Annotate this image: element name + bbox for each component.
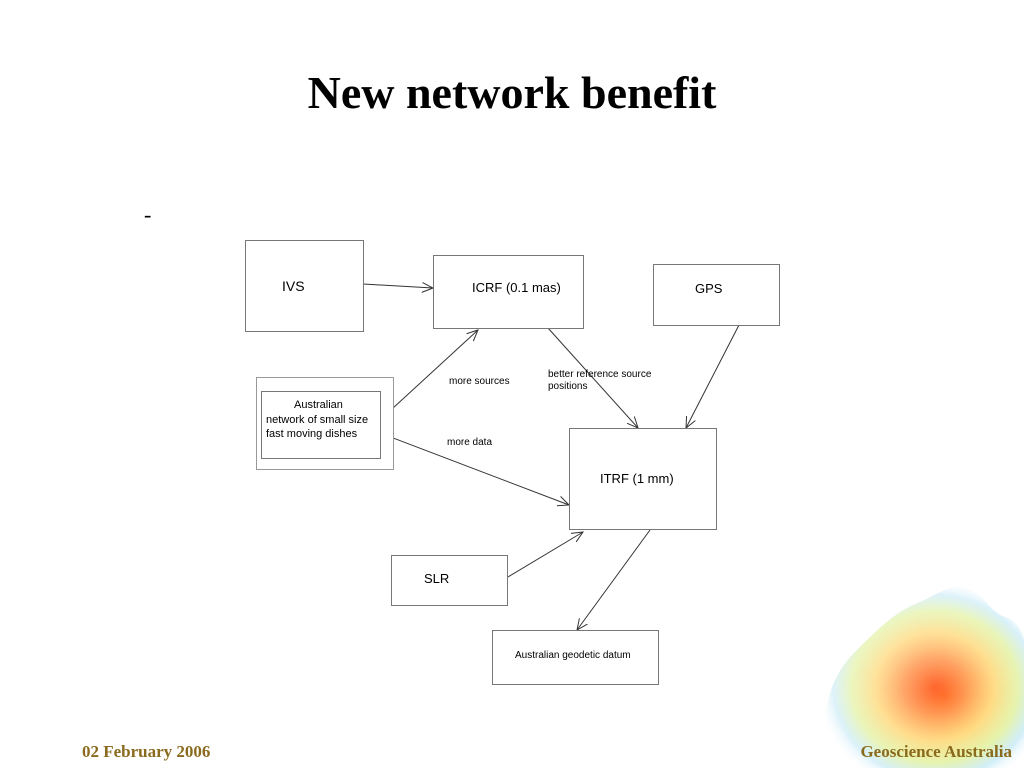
arrow-slr-to-itrf xyxy=(507,532,583,578)
node-icrf-label: ICRF (0.1 mas) xyxy=(472,280,561,295)
bullet-dash: - xyxy=(144,202,152,227)
slide-title: New network benefit xyxy=(307,67,717,118)
node-itrf: ITRF (1 mm) xyxy=(569,428,717,530)
arrow-icrf-to-itrf xyxy=(547,327,638,428)
edge-label-better-reference-2: positions xyxy=(548,381,588,392)
footer-organization: Geoscience Australia xyxy=(860,742,1012,761)
network-label-line-1: Australian xyxy=(294,399,343,411)
edge-label-better-reference-1: better reference source xyxy=(548,369,652,380)
node-gps-label: GPS xyxy=(695,281,723,296)
node-gps: GPS xyxy=(653,264,780,326)
node-ivs-label: IVS xyxy=(282,278,305,294)
node-ivs: IVS xyxy=(245,240,364,332)
network-label-line-2: network of small size xyxy=(266,414,369,426)
edge-label-more-data: more data xyxy=(447,437,493,448)
footer-date: 02 February 2006 xyxy=(82,742,211,761)
arrow-itrf-to-datum xyxy=(577,529,651,630)
node-datum-label: Australian geodetic datum xyxy=(515,650,631,661)
node-australian-network: Australian network of small size fast mo… xyxy=(261,391,381,459)
arrow-network-to-itrf xyxy=(379,432,569,505)
arrow-network-to-icrf xyxy=(379,330,478,421)
node-slr-label: SLR xyxy=(424,571,450,586)
arrow-gps-to-itrf xyxy=(686,324,740,428)
edge-label-more-sources: more sources xyxy=(449,376,510,387)
node-slr: SLR xyxy=(391,555,508,606)
network-label-line-3: fast moving dishes xyxy=(266,428,358,440)
arrow-ivs-to-icrf xyxy=(362,284,433,288)
australia-map-image xyxy=(825,587,1024,768)
node-icrf: ICRF (0.1 mas) xyxy=(433,255,584,329)
node-australian-network-outer: Australian network of small size fast mo… xyxy=(256,377,394,470)
node-itrf-label: ITRF (1 mm) xyxy=(600,471,674,486)
node-datum: Australian geodetic datum xyxy=(492,630,659,685)
